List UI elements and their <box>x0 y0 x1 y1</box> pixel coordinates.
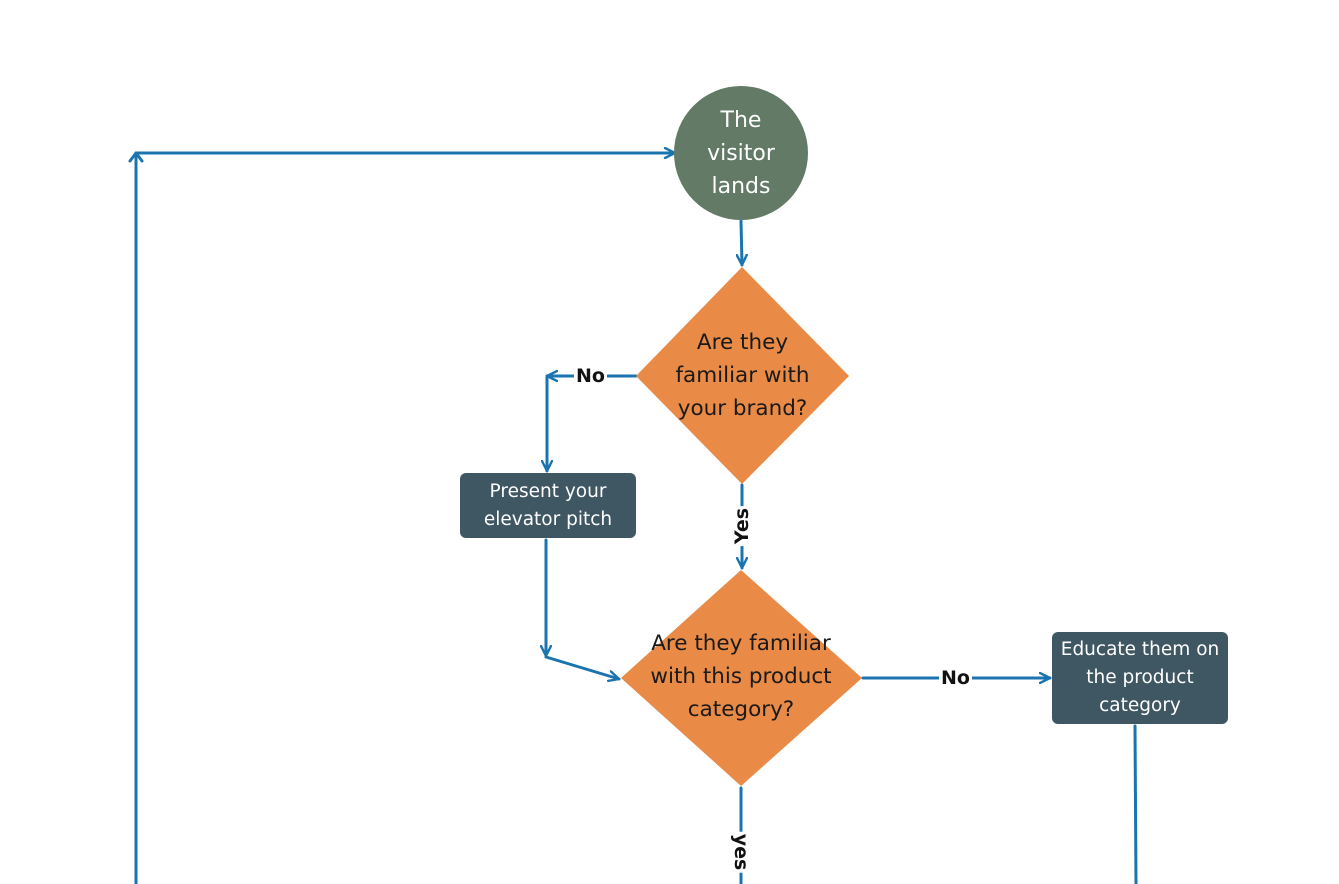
process-elevator-pitch-label: Present your elevator pitch <box>483 480 613 530</box>
connector-loop-up-arrowhead <box>128 151 144 163</box>
process-elevator-pitch: Present your elevator pitch <box>460 473 636 538</box>
edge-label-category-no: No <box>939 667 972 689</box>
connector-start-to-brand-decision <box>741 219 742 267</box>
start-node-label: The visitor lands <box>707 107 775 199</box>
connector-educate-down <box>1133 724 1138 884</box>
decision-brand-label: Are they familiar with your brand? <box>675 329 810 421</box>
decision-category-diamond <box>621 570 862 786</box>
start-node-circle <box>674 86 808 220</box>
decision-brand-diamond <box>636 267 849 484</box>
decision-category-label: Are they familiar with this product cate… <box>650 630 832 722</box>
edge-label-brand-no: No <box>574 365 607 387</box>
connector-elevator-to-category <box>544 655 621 679</box>
process-educate-category: Educate them on the product category <box>1052 632 1228 724</box>
edge-label-category-yes: yes <box>730 831 752 873</box>
process-educate-category-label: Educate them on the product category <box>1060 639 1220 716</box>
edge-label-brand-yes: Yes <box>731 505 753 547</box>
